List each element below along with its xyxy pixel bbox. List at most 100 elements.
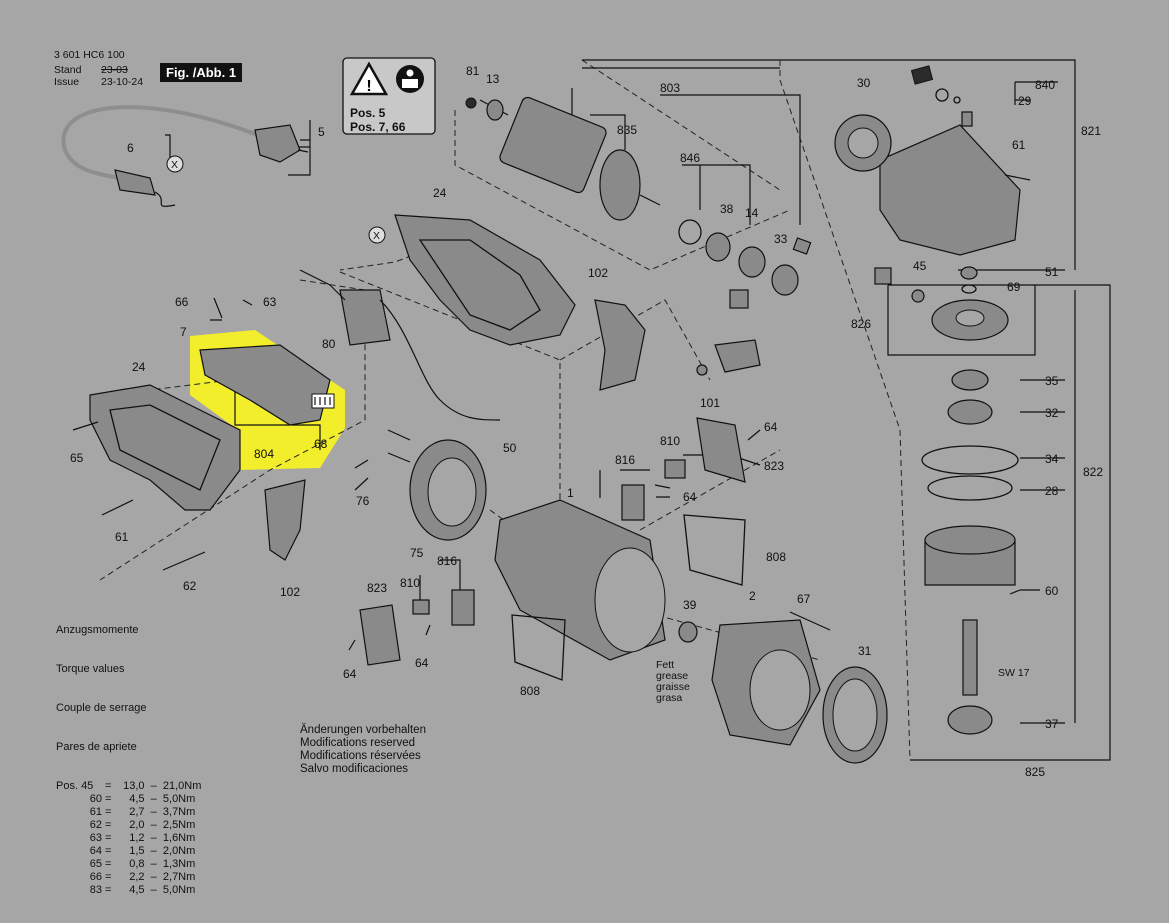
equals-sign: = (102, 858, 115, 870)
range-dash: – (144, 806, 163, 818)
range-dash: – (144, 793, 163, 805)
range-dash: – (144, 871, 163, 883)
screw-67 (789, 611, 831, 631)
ring-34 (921, 445, 1019, 475)
mod-es: Salvo modificaciones (300, 763, 409, 775)
label-61a: 61 (115, 530, 129, 544)
torque-min: 4,5 (129, 793, 145, 805)
label-825: 825 (1025, 765, 1045, 779)
brush-810a (664, 459, 686, 479)
ring-31 (822, 666, 888, 764)
range-dash: – (144, 780, 163, 792)
torque-row: 61 = 2,7 – 3,7Nm (56, 806, 223, 819)
label-5: 5 (318, 125, 325, 139)
document-number: 3 601 HC6 100 (54, 49, 125, 61)
warning-pos-line1: Pos. 5 (350, 106, 386, 120)
wiring-harness-80 (299, 269, 501, 421)
ring-81 (465, 97, 477, 109)
ring-69 (960, 266, 978, 294)
label-x1: X (171, 159, 178, 171)
gear-housing-821 (834, 114, 1021, 256)
label-13: 13 (486, 72, 500, 86)
label-803: 803 (660, 81, 680, 95)
torque-row: 64 = 1,5 – 2,0Nm (56, 845, 223, 858)
equals-sign: = (102, 884, 115, 896)
housing-half-24-upper (394, 214, 576, 346)
grease-2: grease (656, 670, 688, 682)
wheel-guard-826 (931, 299, 1009, 341)
torque-title-es: Pares de apriete (56, 741, 137, 753)
label-30: 30 (857, 76, 871, 90)
switch-assembly-804 (199, 344, 335, 426)
label-51: 51 (1045, 265, 1059, 279)
torque-pos: 64 (89, 845, 102, 857)
label-76: 76 (356, 494, 370, 508)
brush-holder-816a (621, 484, 645, 521)
torque-min: 2,7 (129, 806, 145, 818)
figure-label: Fig. /Abb. 1 (160, 63, 243, 82)
bearing-35 (951, 369, 989, 391)
mod-en: Modifications reserved (300, 737, 416, 749)
label-821: 821 (1081, 124, 1101, 138)
torque-max: 5,0Nm (162, 793, 196, 805)
cover-102-upper (594, 299, 646, 391)
label-29: 29 (1018, 94, 1032, 108)
label-835: 835 (617, 123, 637, 137)
label-66: 66 (175, 295, 189, 309)
label-39: 39 (683, 598, 697, 612)
brush-810b (412, 599, 430, 615)
torque-row: 66 = 2,2 – 2,7Nm (56, 871, 223, 884)
torque-pos: Pos. 45 (56, 780, 94, 792)
torque-max: 1,3Nm (162, 858, 196, 870)
stand-value: 23-03 (101, 64, 128, 76)
label-67: 67 (797, 592, 811, 606)
label-2: 2 (749, 589, 756, 603)
ring-39 (678, 621, 698, 643)
torque-table: Anzugsmomente Torque values Couple de se… (56, 598, 223, 923)
torque-max: 2,7Nm (162, 871, 196, 883)
equals-sign: = (102, 793, 115, 805)
torque-pos: 66 (89, 871, 102, 883)
label-804: 804 (254, 447, 274, 461)
label-846: 846 (680, 151, 700, 165)
bearing-33 (771, 264, 799, 296)
range-dash: – (144, 832, 163, 844)
label-35: 35 (1045, 374, 1059, 388)
part-33-small (792, 237, 812, 255)
label-28: 28 (1045, 484, 1059, 498)
power-cable (61, 105, 310, 207)
screw-60 (1009, 589, 1021, 595)
torque-title-de: Anzugsmomente (56, 624, 139, 636)
torque-row: 83 = 4,5 – 5,0Nm (56, 884, 223, 897)
ring-38 (705, 232, 731, 262)
pin-821 (961, 111, 973, 127)
range-dash: – (144, 819, 163, 831)
modifications-note: Änderungen vorbehalten Modifications res… (300, 724, 426, 776)
label-64d: 64 (343, 667, 357, 681)
label-816b: 816 (437, 554, 457, 568)
label-810a: 810 (660, 434, 680, 448)
equals-sign: = (102, 819, 115, 831)
label-62: 62 (183, 579, 197, 593)
label-24a: 24 (433, 186, 447, 200)
cover-808a (683, 514, 746, 586)
torque-title-en: Torque values (56, 663, 125, 675)
spindle-sw17 (962, 619, 978, 696)
torque-min: 0,8 (129, 858, 145, 870)
label-64c: 64 (415, 656, 429, 670)
torque-pos: 63 (89, 832, 102, 844)
label-33: 33 (774, 232, 788, 246)
torque-row: 65 = 0,8 – 1,3Nm (56, 858, 223, 871)
label-823a: 823 (764, 459, 784, 473)
label-6: 6 (127, 141, 134, 155)
range-dash: – (144, 884, 163, 896)
label-808a: 808 (766, 550, 786, 564)
label-69: 69 (1007, 280, 1021, 294)
torque-max: 5,0Nm (162, 884, 196, 896)
grease-1: Fett (656, 659, 674, 671)
torque-max: 3,7Nm (162, 806, 196, 818)
clip-x (729, 289, 749, 309)
seal-32 (947, 399, 993, 425)
housing-half-24-lower (89, 384, 241, 511)
label-81: 81 (466, 64, 480, 78)
